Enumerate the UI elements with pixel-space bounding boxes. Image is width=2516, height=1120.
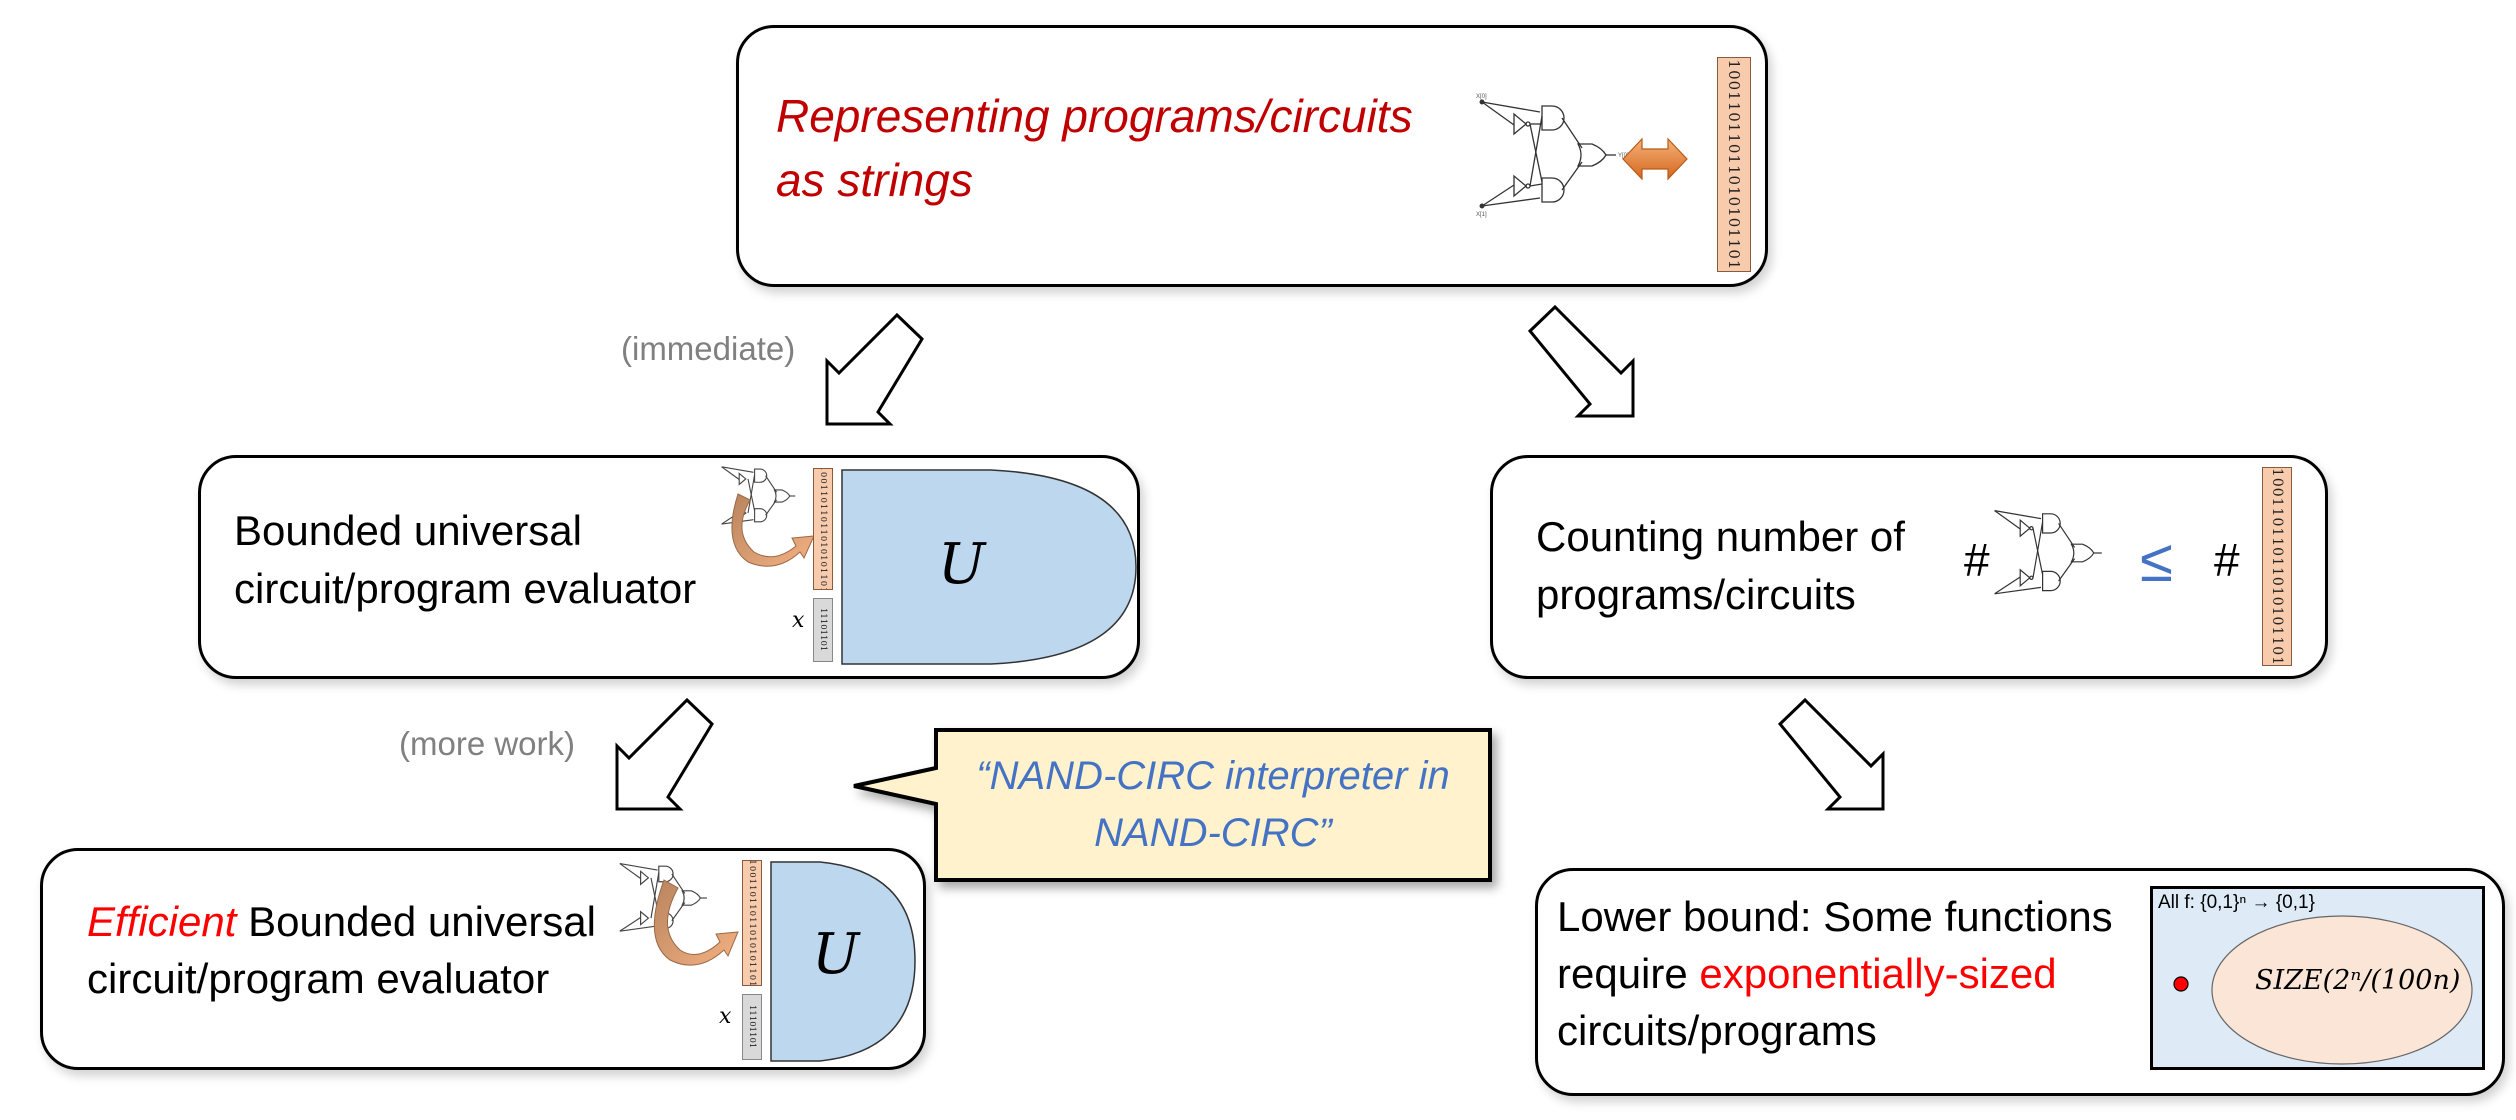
curved-encode-arrow-icon (653, 879, 739, 966)
bottom-right-line3: circuits/programs (1557, 1007, 1877, 1054)
program-bitstring-strip: 0100110110110101011010 (742, 860, 762, 986)
count-hash-left: # (1964, 534, 1990, 586)
program-bitstring-strip: 0100110110110101011010 (2262, 467, 2292, 666)
svg-text:X[1]: X[1] (1476, 212, 1487, 218)
evaluator-u-label: U (938, 532, 986, 597)
callout-line1: “NAND-CIRC interpreter in (976, 754, 1450, 798)
svg-text:X[0]: X[0] (1476, 94, 1487, 100)
universal-evaluator-shape (841, 469, 1137, 665)
bottom-right-line2: require exponentially-sized (1557, 945, 2057, 1003)
edge-note-immediate: (immediate) (621, 330, 796, 367)
input-bitstring: 11101101 (747, 1005, 757, 1049)
program-bitstring: 0100110110110101011010 (818, 468, 828, 590)
svg-text:Y[0]: Y[0] (1618, 153, 1629, 159)
hard-function-dot (2173, 976, 2189, 992)
mid-right-line2: programs/circuits (1536, 571, 1856, 618)
input-bitstring-strip: 11101101 (742, 994, 762, 1060)
efficient-emphasis: Efficient (87, 898, 237, 945)
bottom-right-line2-pre: require (1557, 950, 1700, 997)
top-title-line1: Representing programs/circuits (776, 90, 1413, 142)
top-title-line2: as strings (776, 154, 973, 206)
bottom-left-line1-rest: Bounded universal (236, 898, 596, 945)
circuit-diagram-icon (1994, 510, 2102, 595)
bottom-right-line1: Lower bound: Some functions (1557, 893, 2113, 940)
mid-right-box-counting (1490, 455, 2328, 679)
callout-line2: NAND-CIRC” (1094, 811, 1332, 855)
input-bitstring-strip: 11101101 (813, 598, 833, 662)
program-bitstring: 0100110110110101011010 (747, 860, 757, 986)
mid-left-line1: Bounded universal (234, 507, 582, 554)
venn-size-class-ellipse (2211, 915, 2473, 1065)
venn-size-class-label: SIZE(2ⁿ/(100n) (2255, 965, 2461, 996)
program-bitstring: 0100110110110101011010 (2269, 467, 2285, 666)
callout-bubble (853, 728, 1492, 882)
arrow-mid-left-to-bottom-left (615, 697, 714, 811)
input-bitstring: 11101101 (818, 608, 828, 652)
program-bitstring-strip: 0100110110110101011010 (813, 468, 833, 590)
less-equal-symbol: ≤ (2140, 527, 2173, 594)
curved-encode-arrow-icon (731, 493, 815, 567)
input-x-label: x (792, 608, 805, 633)
mid-left-line2: circuit/program evaluator (234, 565, 697, 612)
bottom-left-line1: Efficient Bounded universal (87, 893, 596, 951)
edge-note-more-work: (more work) (399, 725, 576, 762)
arrow-top-to-mid-right (1527, 304, 1635, 418)
count-hash-right: # (2214, 534, 2240, 586)
universal-evaluator-shape (770, 861, 916, 1062)
exponentially-sized-emphasis: exponentially-sized (1699, 950, 2057, 997)
top-box-representing-programs (736, 25, 1768, 287)
venn-all-functions-label: All f: {0,1}ⁿ → {0,1} (2158, 892, 2315, 913)
program-bitstring-strip: 0100110110110101011010 (1717, 57, 1751, 272)
evaluator-u-label: U (812, 922, 860, 987)
arrow-mid-right-to-bottom-right (1777, 697, 1885, 811)
program-bitstring: 0100110110110101011010 (1725, 57, 1743, 272)
arrow-top-to-mid-left (825, 312, 924, 426)
mid-right-line1: Counting number of (1536, 513, 1905, 560)
circuit-diagram-icon: X[0] X[1] Y[0] (1476, 94, 1629, 218)
bidirectional-arrow-icon (1622, 137, 1688, 181)
input-x-label: x (719, 1004, 732, 1029)
bottom-left-line2: circuit/program evaluator (87, 955, 550, 1002)
